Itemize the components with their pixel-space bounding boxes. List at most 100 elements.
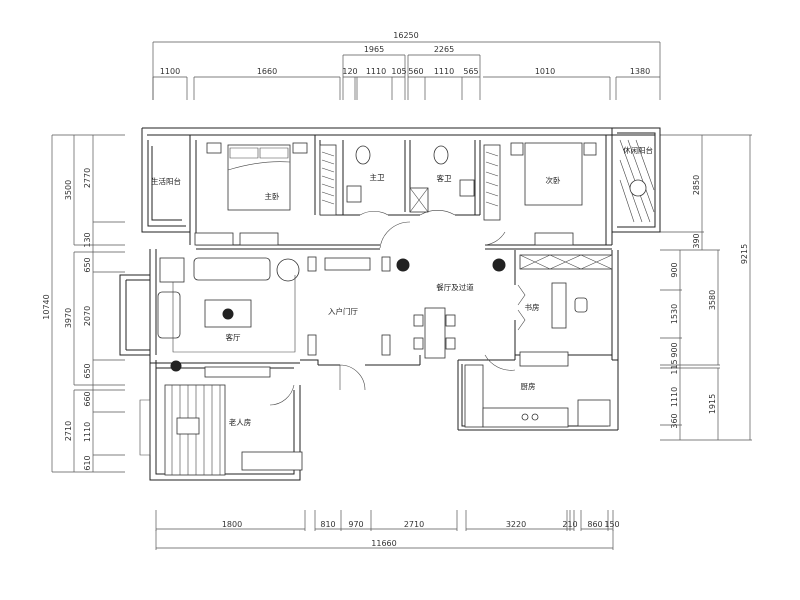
nightstand-icon — [510, 142, 524, 156]
wardrobe-icon — [241, 451, 303, 471]
dim-bottom-segment: 2710 — [404, 520, 424, 529]
dim-left-segment: 650 — [83, 363, 92, 378]
stove-icon — [531, 413, 539, 421]
dim-bottom-segment: 210 — [562, 520, 577, 529]
dim-bottom-segment: 3220 — [506, 520, 526, 529]
furniture — [139, 139, 655, 476]
dim-left-group: 3970 — [64, 308, 73, 328]
counter-icon — [464, 364, 484, 428]
dining-chair-icon — [413, 337, 424, 350]
balcony-table-icon — [629, 179, 647, 197]
walls — [119, 127, 661, 481]
room-label-kitchen: 厨房 — [521, 381, 536, 391]
dim-left-segment: 610 — [83, 455, 92, 470]
room-label-master-bath: 主卫 — [370, 172, 385, 182]
dim-bottom-segment: 970 — [348, 520, 363, 529]
dining-chair-icon — [445, 337, 456, 350]
room-label-leisure-balcony: 休闲阳台 — [623, 145, 653, 155]
column-icon — [307, 334, 317, 356]
nightstand-icon — [206, 142, 222, 154]
dim-top-segment: 1110 — [434, 67, 454, 76]
plant-icon — [492, 258, 506, 272]
shoe-cabinet-icon — [324, 257, 371, 271]
dim-right-group: 1915 — [708, 394, 717, 414]
sink-icon — [459, 179, 475, 197]
column-icon — [307, 256, 317, 272]
window-seat-icon — [534, 232, 574, 246]
nightstand-icon — [292, 142, 308, 154]
dim-left-segment: 2770 — [83, 168, 92, 188]
dim-top-segment: 1100 — [160, 67, 180, 76]
room-label-entrance-hall: 入户门厅 — [328, 306, 358, 316]
dim-left-overall: 10740 — [42, 294, 51, 319]
stove-icon — [521, 413, 529, 421]
dim-right-segment: 115 — [670, 359, 679, 374]
room-label-second-bedroom: 次卧 — [546, 175, 561, 185]
dim-left-segment: 1110 — [83, 422, 92, 442]
dining-table-icon — [424, 307, 446, 359]
wardrobe-icon — [319, 144, 337, 216]
dim-left-segment: 2070 — [83, 306, 92, 326]
dim-bottom-overall: 11660 — [371, 539, 396, 548]
side-table-icon — [159, 257, 185, 283]
dim-top-segment: 120 — [342, 67, 357, 76]
dim-right-segment: 1530 — [670, 304, 679, 324]
master-bed-icon — [227, 144, 291, 211]
dining-chair-icon — [445, 314, 456, 327]
dim-top-overall: 16250 — [393, 31, 418, 40]
dim-left-group: 3500 — [64, 180, 73, 200]
dimension-lines — [51, 41, 752, 550]
window-seat-icon — [239, 232, 279, 246]
dim-right-group: 3580 — [708, 290, 717, 310]
office-chair-icon — [574, 297, 588, 313]
wardrobe-icon — [483, 144, 501, 221]
dim-top-segment: 1380 — [630, 67, 650, 76]
second-bed-icon — [524, 142, 583, 206]
dim-right-segment: 1110 — [670, 387, 679, 407]
dim-right-overall: 9215 — [740, 244, 749, 264]
dim-right-group: 2850 — [692, 175, 701, 195]
room-label-utility-balcony: 生活阳台 — [151, 176, 181, 186]
dining-chair-icon — [413, 314, 424, 327]
dim-right-group: 390 — [692, 233, 701, 248]
room-label-elder-room: 老人房 — [229, 417, 252, 427]
dim-right-segment: 900 — [670, 262, 679, 277]
column-icon — [381, 256, 391, 272]
dimension-labels: 16250 1965 2265 1100 1660 120 1110 105 5… — [42, 31, 749, 548]
dim-top-segment: 1010 — [535, 67, 555, 76]
dim-top-group: 2265 — [434, 45, 454, 54]
dim-left-segment: 130 — [83, 232, 92, 247]
column-icon — [381, 334, 391, 356]
dim-top-segment: 105 — [391, 67, 406, 76]
dim-top-group: 1965 — [364, 45, 384, 54]
dim-top-segment: 565 — [463, 67, 478, 76]
tv-cabinet-icon — [204, 366, 271, 378]
dim-top-segment: 1110 — [366, 67, 386, 76]
room-label-living-room: 客厅 — [226, 332, 241, 342]
dim-top-segment: 560 — [408, 67, 423, 76]
sink-icon — [346, 185, 362, 203]
window-seat-icon — [194, 232, 234, 246]
plant-icon — [396, 258, 410, 272]
sofa-icon — [193, 257, 271, 281]
nightstand-icon — [583, 142, 597, 156]
room-label-guest-bath: 客卫 — [437, 173, 452, 183]
dim-right-segment: 360 — [670, 413, 679, 428]
dim-right-segment: 900 — [670, 342, 679, 357]
tea-table-icon — [176, 417, 200, 435]
room-label-master-bedroom: 主卧 — [265, 191, 280, 201]
plant-icon — [170, 360, 182, 372]
round-table-icon — [276, 258, 300, 282]
dim-bottom-segment: 810 — [320, 520, 335, 529]
toilet-icon — [355, 145, 371, 165]
dim-bottom-segment: 860 — [587, 520, 602, 529]
dim-bottom-segment: 1800 — [222, 520, 242, 529]
dim-bottom-segment: 150 — [604, 520, 619, 529]
dim-top-segment: 1660 — [257, 67, 277, 76]
plant-icon — [222, 308, 234, 320]
planter-icon — [519, 351, 569, 367]
room-label-study: 书房 — [525, 302, 540, 312]
fridge-icon — [577, 399, 611, 427]
desk-icon — [551, 282, 567, 329]
